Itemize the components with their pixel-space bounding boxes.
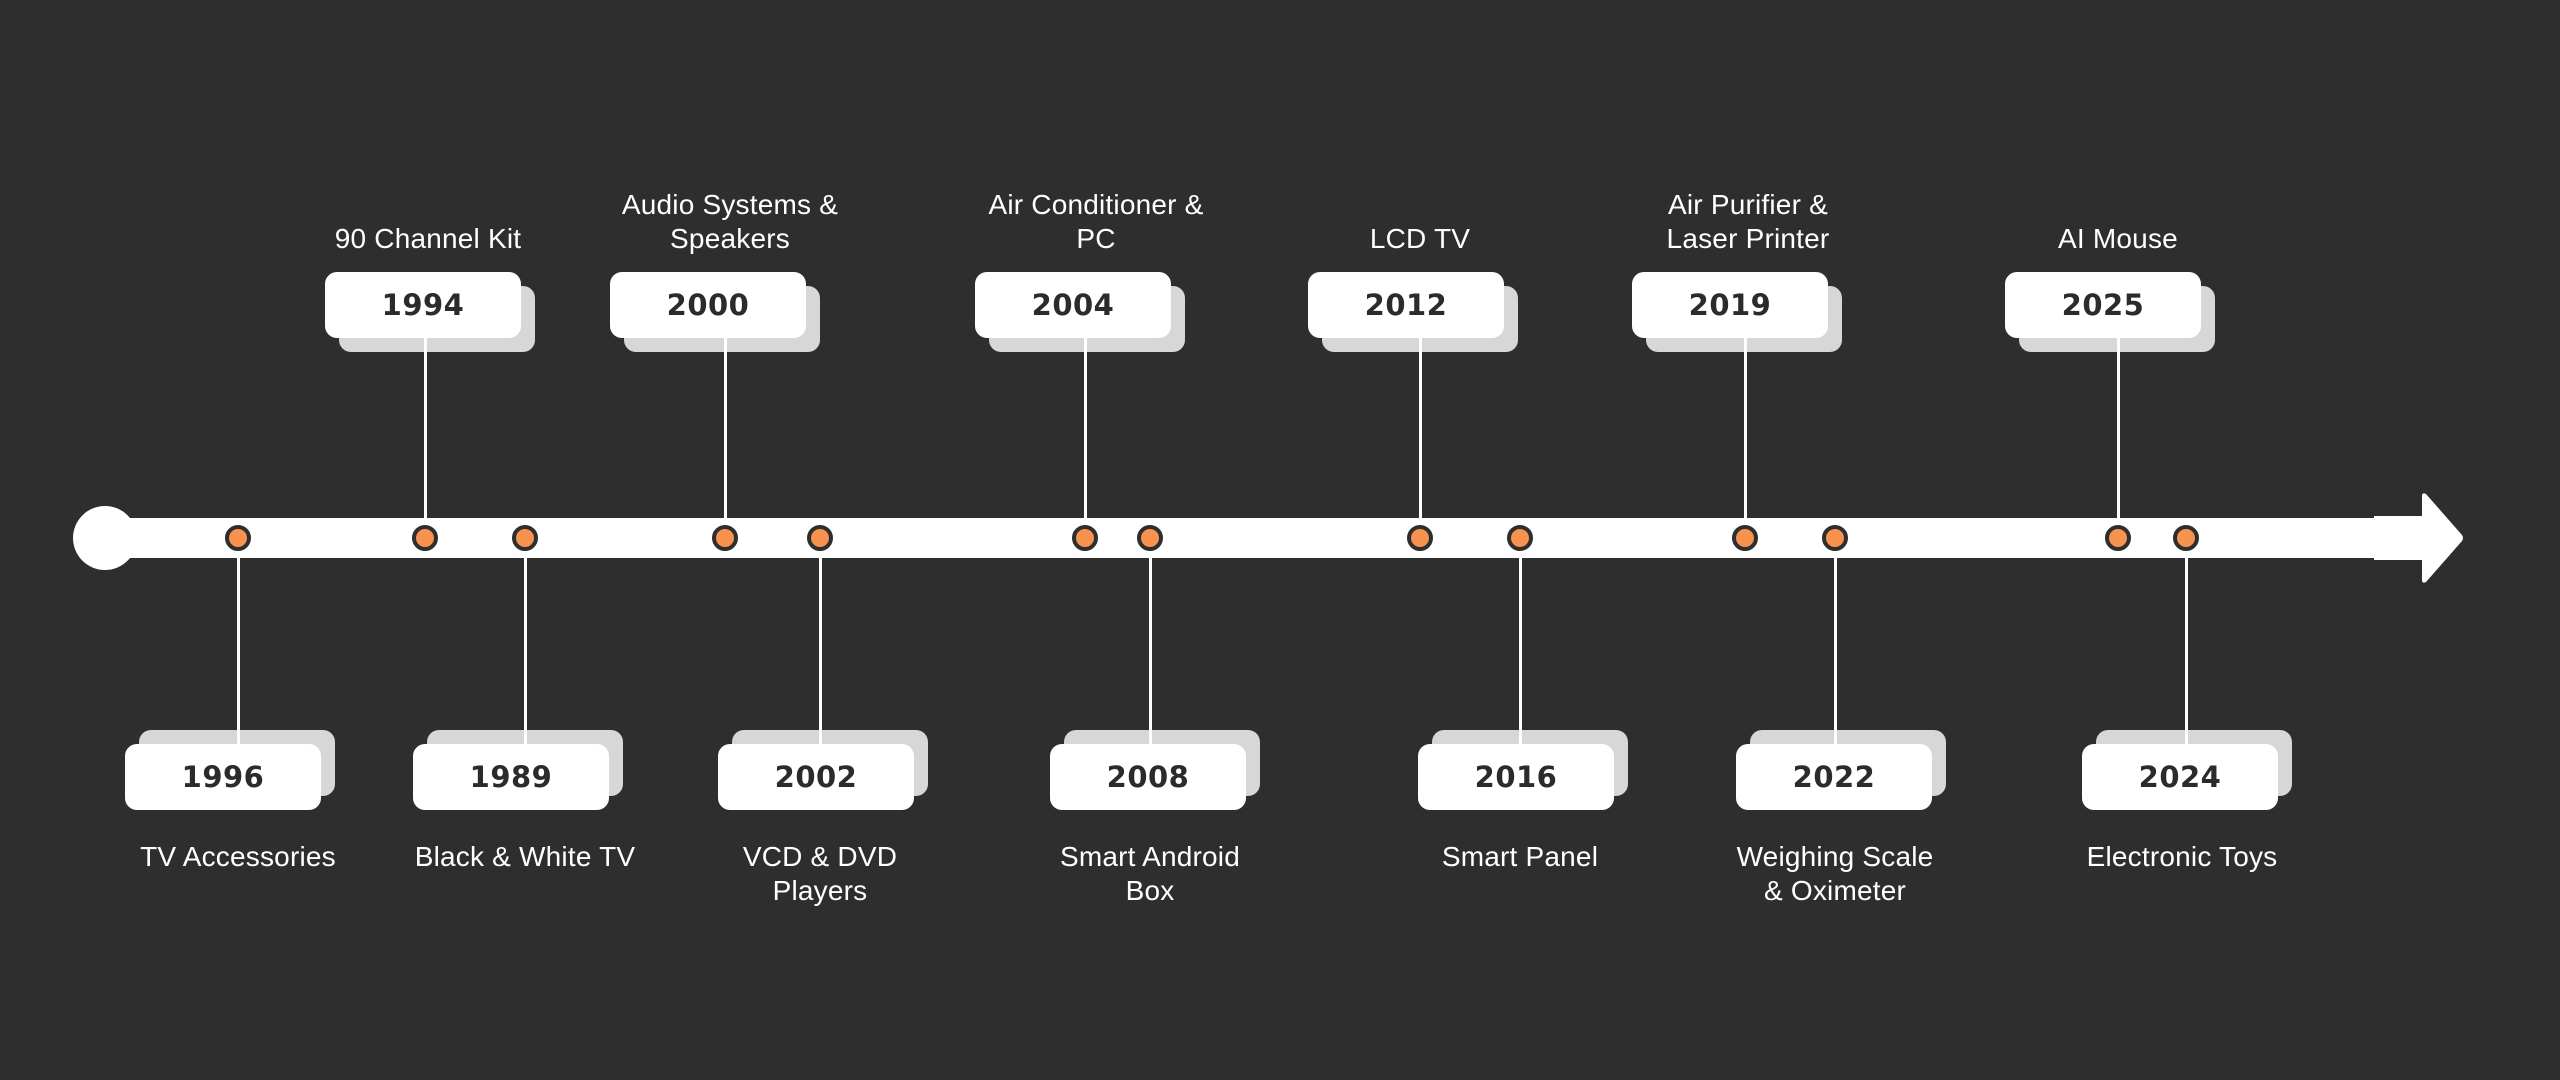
- year-value: 2008: [1106, 760, 1190, 794]
- year-card-face: 2024: [2082, 744, 2278, 810]
- timeline-axis-bar: [105, 518, 2395, 558]
- connector-stem: [424, 338, 427, 518]
- year-value: 2000: [666, 288, 750, 322]
- year-value: 2025: [2061, 288, 2145, 322]
- timeline-marker-dot[interactable]: [412, 525, 438, 551]
- year-card[interactable]: 2002: [718, 730, 928, 810]
- event-label: Air Purifier &Laser Printer: [1666, 189, 1830, 254]
- year-card[interactable]: 1994: [325, 272, 535, 352]
- event-label: TV Accessories: [140, 841, 336, 872]
- timeline-marker-dot[interactable]: [2173, 525, 2199, 551]
- event-label: 90 Channel Kit: [334, 223, 522, 254]
- connector-stem: [2185, 558, 2188, 744]
- year-card[interactable]: 2019: [1632, 272, 1842, 352]
- year-value: 2004: [1031, 288, 1115, 322]
- year-value: 1996: [181, 760, 265, 794]
- year-value: 2019: [1688, 288, 1772, 322]
- year-value: 2024: [2138, 760, 2222, 794]
- year-card[interactable]: 2022: [1736, 730, 1946, 810]
- year-card-face: 1994: [325, 272, 521, 338]
- year-card[interactable]: 2000: [610, 272, 820, 352]
- event-label: Air Conditioner &PC: [988, 189, 1204, 254]
- connector-stem: [724, 338, 727, 518]
- year-card[interactable]: 2025: [2005, 272, 2215, 352]
- event-label: Black & White TV: [414, 841, 636, 872]
- year-card-face: 2002: [718, 744, 914, 810]
- timeline-marker-dot[interactable]: [1137, 525, 1163, 551]
- event-label: AI Mouse: [2058, 223, 2178, 254]
- year-card-face: 2019: [1632, 272, 1828, 338]
- year-card-face: 2000: [610, 272, 806, 338]
- timeline-marker-dot[interactable]: [225, 525, 251, 551]
- year-card[interactable]: 2016: [1418, 730, 1628, 810]
- year-card-face: 2004: [975, 272, 1171, 338]
- timeline-marker-dot[interactable]: [1072, 525, 1098, 551]
- connector-stem: [1149, 558, 1152, 744]
- event-label: Weighing Scale& Oximeter: [1736, 841, 1934, 906]
- timeline-marker-dot[interactable]: [512, 525, 538, 551]
- connector-stem: [1519, 558, 1522, 744]
- year-card-face: 2022: [1736, 744, 1932, 810]
- year-value: 2016: [1474, 760, 1558, 794]
- year-card-face: 1996: [125, 744, 321, 810]
- year-card-face: 2012: [1308, 272, 1504, 338]
- connector-stem: [1419, 338, 1422, 518]
- year-card[interactable]: 1989: [413, 730, 623, 810]
- timeline-marker-dot[interactable]: [807, 525, 833, 551]
- year-card[interactable]: 1996: [125, 730, 335, 810]
- year-card[interactable]: 2004: [975, 272, 1185, 352]
- connector-stem: [819, 558, 822, 744]
- event-label: Audio Systems &Speakers: [621, 189, 839, 254]
- timeline-marker-dot[interactable]: [712, 525, 738, 551]
- year-card-face: 2016: [1418, 744, 1614, 810]
- event-label: LCD TV: [1369, 223, 1471, 254]
- timeline-marker-dot[interactable]: [1507, 525, 1533, 551]
- year-value: 2012: [1364, 288, 1448, 322]
- connector-stem: [2117, 338, 2120, 518]
- year-value: 2022: [1792, 760, 1876, 794]
- year-card-face: 1989: [413, 744, 609, 810]
- event-label: Electronic Toys: [2086, 841, 2278, 872]
- timeline-marker-dot[interactable]: [2105, 525, 2131, 551]
- timeline-marker-dot[interactable]: [1822, 525, 1848, 551]
- year-value: 1989: [469, 760, 553, 794]
- year-value: 1994: [381, 288, 465, 322]
- timeline-marker-dot[interactable]: [1732, 525, 1758, 551]
- year-card-face: 2008: [1050, 744, 1246, 810]
- connector-stem: [1834, 558, 1837, 744]
- timeline-marker-dot[interactable]: [1407, 525, 1433, 551]
- year-card[interactable]: 2024: [2082, 730, 2292, 810]
- year-value: 2002: [774, 760, 858, 794]
- year-card[interactable]: 2008: [1050, 730, 1260, 810]
- axis-arrow-icon: [2374, 493, 2463, 583]
- year-card-face: 2025: [2005, 272, 2201, 338]
- connector-stem: [1084, 338, 1087, 518]
- connector-stem: [524, 558, 527, 744]
- connector-stem: [1744, 338, 1747, 518]
- year-card[interactable]: 2012: [1308, 272, 1518, 352]
- event-label: Smart Panel: [1441, 841, 1599, 872]
- connector-stem: [237, 558, 240, 744]
